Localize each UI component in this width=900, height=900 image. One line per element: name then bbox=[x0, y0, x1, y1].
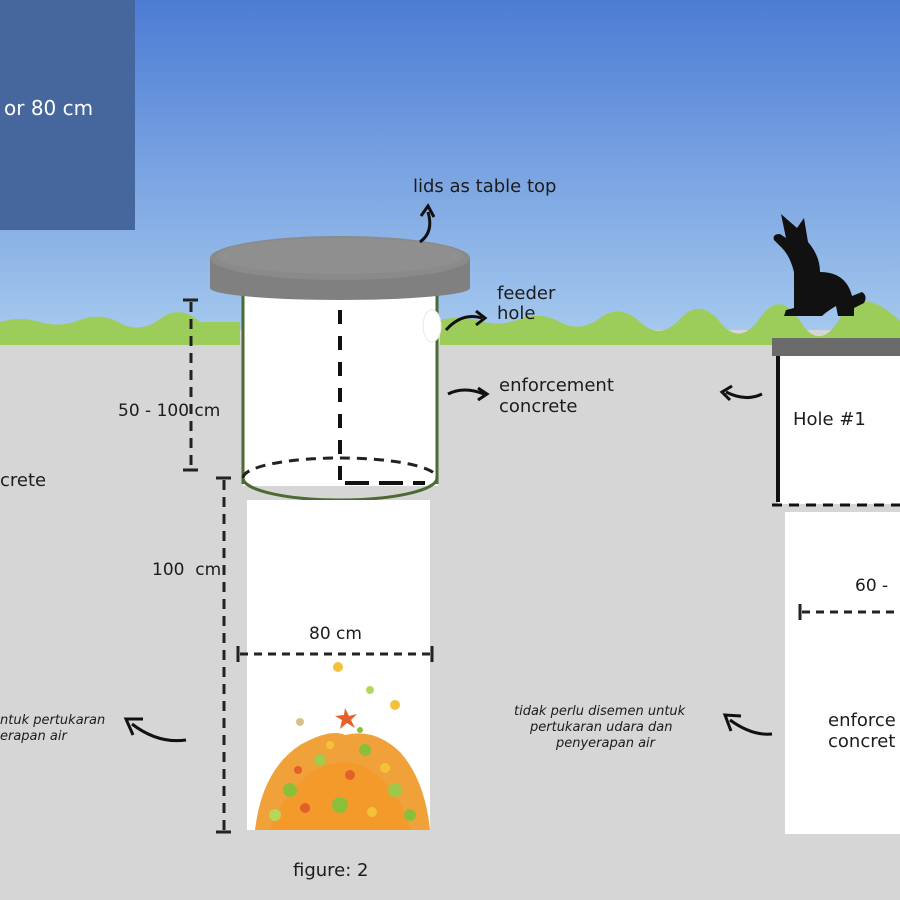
note-arrowhead bbox=[722, 713, 742, 732]
compost-pile-icon bbox=[255, 662, 430, 830]
label-left-note-line2: erapan air bbox=[0, 729, 67, 744]
hole-arrow-icon bbox=[725, 390, 763, 399]
label-hole: Hole #1 bbox=[793, 409, 866, 430]
lid-top-highlight bbox=[216, 238, 464, 274]
label-right-depth: 60 - bbox=[855, 576, 889, 596]
hole-arrowhead bbox=[719, 384, 733, 402]
right-hole-box bbox=[778, 356, 900, 504]
label-right-enforce-line2: concret bbox=[828, 731, 896, 752]
label-note-line2: pertukaran udara dan bbox=[530, 720, 673, 735]
feeder-arrowhead bbox=[475, 309, 488, 327]
label-lids: lids as table top bbox=[413, 176, 557, 197]
label-width: 80 cm bbox=[309, 624, 362, 644]
dog-silhouette-icon bbox=[773, 214, 866, 316]
label-depth-upper: 50 - 100 cm bbox=[118, 401, 221, 421]
enforcement-arrowhead bbox=[477, 386, 490, 402]
label-left-note-line1: ntuk pertukaran bbox=[0, 713, 106, 728]
ground bbox=[0, 335, 900, 900]
label-enforcement-line1: enforcement bbox=[499, 375, 614, 396]
dimension-lower-depth bbox=[216, 476, 231, 834]
label-feeder-line2: hole bbox=[497, 303, 536, 324]
label-left-concrete: crete bbox=[0, 470, 47, 491]
banner-text: or 80 cm bbox=[4, 96, 94, 120]
label-note-line1: tidak perlu disemen untuk bbox=[514, 704, 686, 719]
note-arrow-icon bbox=[729, 718, 773, 736]
label-note-line3: penyerapan air bbox=[556, 736, 656, 751]
left-note-arrow-icon bbox=[131, 722, 187, 743]
dimension-width bbox=[236, 646, 434, 662]
lid-bottom bbox=[210, 276, 470, 300]
label-depth-lower: 100 cm bbox=[152, 560, 222, 580]
feeder-hole bbox=[422, 309, 442, 343]
enforcement-arrow-icon bbox=[447, 388, 485, 396]
dimension-upper-depth bbox=[183, 298, 198, 472]
left-note-arrowhead bbox=[123, 717, 143, 736]
grass-strip bbox=[0, 301, 900, 345]
figure-caption: figure: 2 bbox=[293, 860, 369, 881]
label-enforcement-line2: concrete bbox=[499, 396, 578, 417]
label-feeder-line1: feeder bbox=[497, 283, 556, 304]
right-pit bbox=[785, 512, 900, 834]
lids-arrowhead bbox=[419, 203, 436, 218]
label-right-enforce-line1: enforce bbox=[828, 710, 896, 731]
lids-arrow-icon bbox=[419, 211, 432, 244]
right-slab bbox=[772, 338, 900, 356]
feeder-arrow-icon bbox=[444, 315, 483, 332]
cylinder-bottom-dash bbox=[241, 456, 439, 479]
info-banner bbox=[0, 0, 135, 230]
